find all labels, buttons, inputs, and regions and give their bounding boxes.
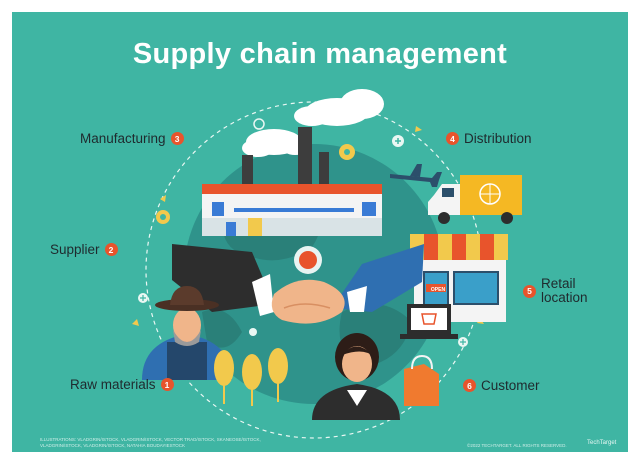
stage-distribution: Distribution 4: [446, 131, 532, 146]
brand-logo: TechTarget: [587, 440, 617, 446]
cycle-arrow-icon: [415, 126, 422, 132]
laptop-icon: [400, 304, 458, 339]
plus-icon: [138, 293, 148, 303]
gear-icon: [294, 246, 322, 274]
stage-number-badge: 6: [463, 379, 476, 392]
stage-supplier: Supplier 2: [50, 242, 118, 257]
stage-number-badge: 1: [160, 378, 174, 391]
copyright-notice: ©2022 TECHTARGET. ALL RIGHTS RESERVED.: [467, 443, 567, 448]
stage-label-text: Raw materials: [70, 377, 156, 392]
farmer-avatar: [142, 286, 232, 380]
plus-icon: [458, 337, 468, 347]
plus-icon: [392, 135, 404, 147]
customer-avatar: [312, 333, 400, 420]
illustration-credits: ILLUSTRATIONS: VLADGRIN/ISTOCK, VLADGRIN…: [40, 437, 270, 449]
wheat-icon: [214, 348, 288, 406]
page-title: Supply chain management: [132, 38, 508, 70]
gear-icon: [156, 210, 170, 224]
shopping-bag-icon: [404, 354, 439, 406]
stage-label-text: Customer: [481, 378, 540, 393]
cloud: [294, 89, 384, 126]
factory: [202, 127, 382, 236]
infographic-poster: Supply chain management: [12, 12, 628, 452]
stage-raw-materials: Raw materials 1: [70, 377, 174, 392]
stage-number-badge: 2: [104, 243, 118, 256]
stage-number-badge: 5: [523, 284, 536, 298]
stage-number-badge: 3: [170, 132, 184, 145]
stage-label-text: Manufacturing: [80, 131, 166, 146]
illustration: [132, 89, 522, 439]
cycle-arrow-icon: [160, 195, 166, 202]
stage-manufacturing: Manufacturing 3: [80, 131, 184, 146]
airplane-icon: [390, 164, 442, 187]
gear-icon: [339, 144, 355, 160]
gear-icon: [253, 118, 265, 130]
stage-number-badge: 4: [446, 132, 459, 145]
delivery-truck-icon: [428, 175, 522, 224]
credit-line: ILLUSTRATIONS: VLADGRIN/ISTOCK, VLADGRIN…: [40, 437, 261, 442]
stage-label-line: location: [541, 290, 588, 305]
stage-label-line: Retail: [541, 276, 576, 291]
stage-label-text: Distribution: [464, 131, 532, 146]
credit-line: VLADGRIN/ISTOCK, VLADGRIN/ISTOCK, NATAHI…: [40, 443, 186, 448]
stage-label-text: Supplier: [50, 242, 100, 257]
shop-open-sign: OPEN: [430, 287, 446, 293]
stage-retail-location: Retail location 5: [523, 277, 588, 305]
globe-continent: [202, 309, 242, 348]
stage-label-text: Retail location: [541, 277, 588, 305]
cycle-arrow-icon: [132, 319, 139, 326]
plus-icon: [249, 328, 257, 336]
stage-customer: Customer 6: [463, 378, 540, 393]
